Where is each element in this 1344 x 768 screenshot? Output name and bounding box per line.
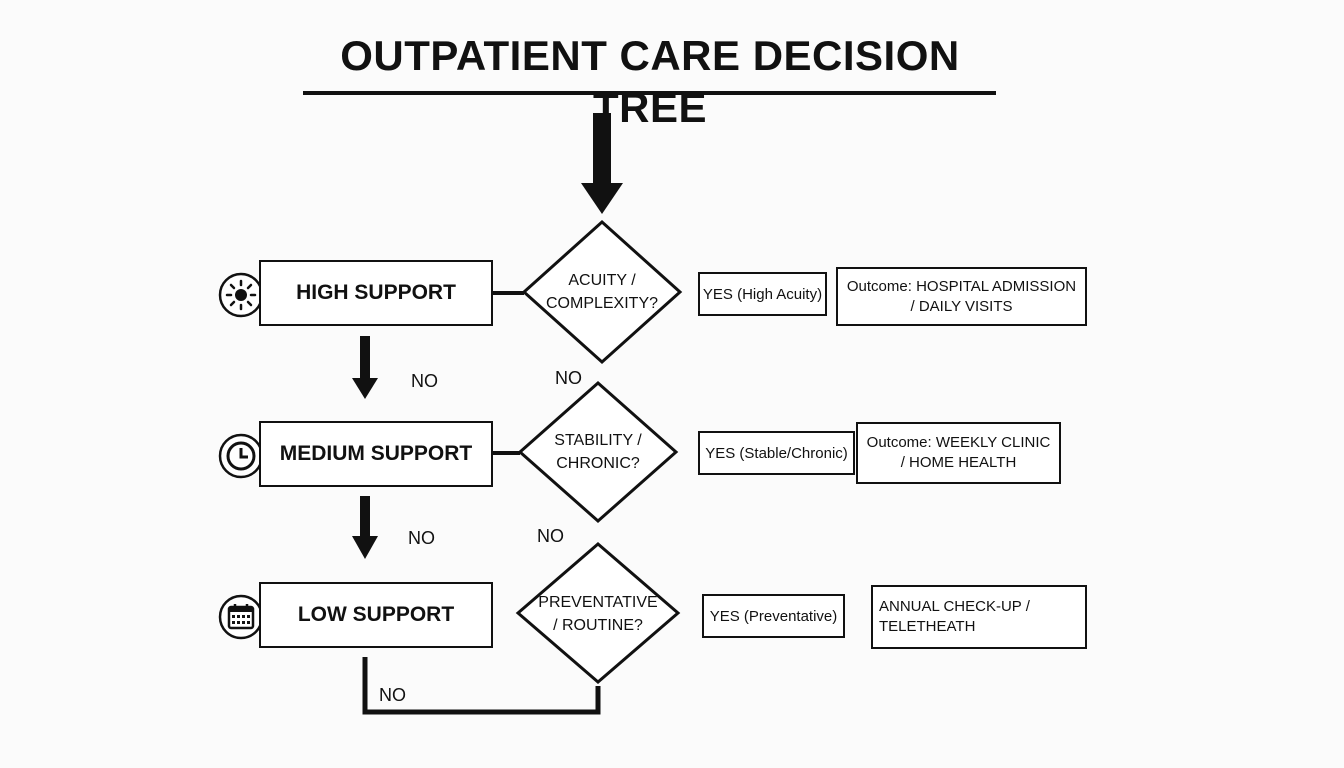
yes-label: YES (Stable/Chronic) <box>705 444 848 462</box>
question-line: CHRONIC? <box>556 455 640 472</box>
no-label-low-bottom: NO <box>379 685 406 705</box>
entry-arrow-head <box>581 183 623 214</box>
yes-label: YES (Preventative) <box>709 607 838 625</box>
bottom-no-loop <box>362 657 601 715</box>
outcome-line: / DAILY VISITS <box>910 297 1013 315</box>
question-line: PREVENTATIVE <box>538 594 658 611</box>
yes-box-low: YES (Preventative) <box>702 594 845 638</box>
clock-icon <box>218 433 264 479</box>
decision-diamond-stability <box>517 380 679 524</box>
calendar-icon <box>218 594 264 640</box>
support-box-medium: MEDIUM SUPPORT <box>259 421 493 487</box>
arrow-medium-to-low-shaft <box>360 496 370 538</box>
support-label: HIGH SUPPORT <box>296 281 456 304</box>
support-label: LOW SUPPORT <box>297 603 455 626</box>
arrow-high-to-medium-shaft <box>360 336 370 380</box>
no-label-medium-left: NO <box>408 528 435 548</box>
question-stability: STABILITY / CHRONIC? <box>536 422 660 482</box>
outcome-line: Outcome: WEEKLY CLINIC <box>866 434 1051 451</box>
decision-diamond-preventative <box>515 542 681 684</box>
question-preventative: PREVENTATIVE / ROUTINE? <box>528 584 668 644</box>
support-box-high: HIGH SUPPORT <box>259 260 493 326</box>
outcome-line: TELETHEATH <box>879 618 976 635</box>
outcome-box-low: ANNUAL CHECK-UP / TELETHEATH <box>871 585 1087 649</box>
support-box-low: LOW SUPPORT <box>259 582 493 648</box>
question-line: / ROUTINE? <box>553 617 643 634</box>
outcome-line: Outcome: HOSPITAL ADMISSION <box>846 277 1077 295</box>
question-line: ACUITY / <box>568 272 636 289</box>
no-label-medium-center: NO <box>537 526 564 546</box>
yes-box-high: YES (High Acuity) <box>698 272 827 316</box>
arrow-high-to-medium-head <box>352 378 378 399</box>
outcome-line: / HOME HEALTH <box>900 454 1017 471</box>
arrow-medium-to-low-head <box>352 536 378 559</box>
no-label-high-left: NO <box>411 371 438 391</box>
question-acuity: ACUITY / COMPLEXITY? <box>540 262 664 322</box>
outcome-box-high: Outcome: HOSPITAL ADMISSION / DAILY VISIT… <box>836 267 1087 326</box>
question-line: COMPLEXITY? <box>545 295 659 312</box>
decision-diamond-acuity <box>521 219 683 365</box>
outcome-line: ANNUAL CHECK-UP / <box>879 598 1030 615</box>
support-label: MEDIUM SUPPORT <box>279 442 473 465</box>
entry-arrow-shaft <box>593 113 611 185</box>
yes-label: YES (High Acuity) <box>702 285 823 303</box>
title-underline <box>303 91 996 95</box>
yes-box-medium: YES (Stable/Chronic) <box>698 431 855 475</box>
outcome-box-medium: Outcome: WEEKLY CLINIC / HOME HEALTH <box>856 422 1061 484</box>
sun-icon <box>218 272 264 318</box>
no-label-high-center: NO <box>555 368 582 388</box>
question-line: STABILITY / <box>554 432 642 449</box>
